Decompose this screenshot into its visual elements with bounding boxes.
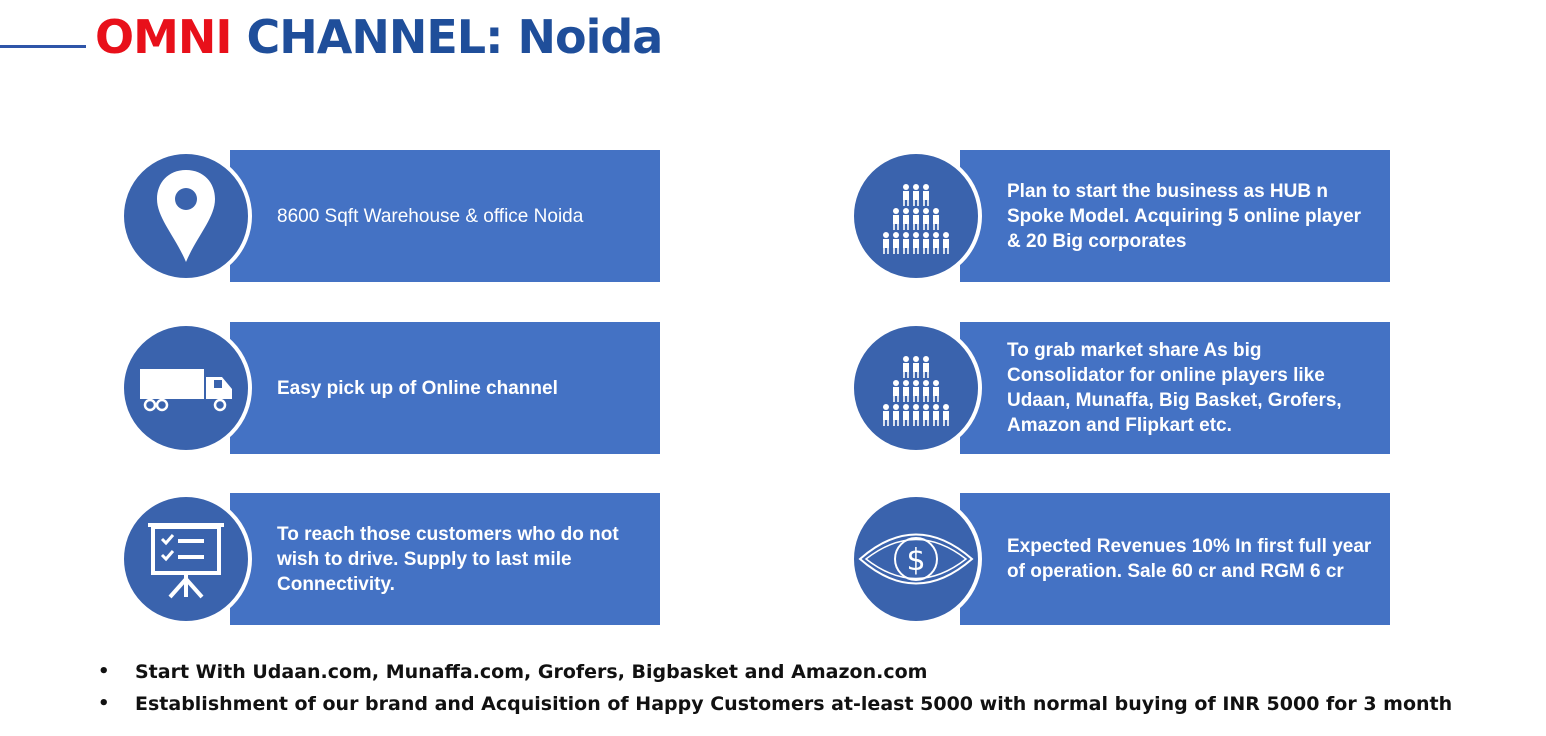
people-pyramid-icon bbox=[850, 322, 982, 454]
card-banner bbox=[960, 322, 1390, 454]
card-banner bbox=[960, 150, 1390, 282]
card-pickup: Easy pick up of Online channel bbox=[120, 322, 660, 454]
card-text: Expected Revenues 10% In first full year… bbox=[1007, 536, 1372, 582]
location-pin-icon bbox=[120, 150, 252, 282]
card-banner bbox=[230, 322, 660, 454]
bullet-text: Start With Udaan.com, Munaffa.com, Grofe… bbox=[135, 661, 928, 683]
svg-text:$: $ bbox=[906, 543, 925, 578]
title-omni: OMNI bbox=[95, 10, 232, 64]
card-text: Plan to start the business as HUB n Spok… bbox=[1007, 180, 1362, 252]
list-item: • Establishment of our brand and Acquisi… bbox=[98, 689, 1452, 721]
card-text: To reach those customers who do not wish… bbox=[277, 523, 619, 595]
card-banner bbox=[230, 493, 660, 625]
card-text: 8600 Sqft Warehouse & office Noida bbox=[277, 205, 584, 227]
page-title: OMNI CHANNEL: Noida bbox=[95, 10, 664, 64]
card-revenue: $ Expected Revenues 10% In first full ye… bbox=[850, 493, 1390, 625]
title-channel: CHANNEL: Noida bbox=[246, 10, 664, 64]
card-warehouse: 8600 Sqft Warehouse & office Noida bbox=[120, 150, 660, 282]
card-text: Easy pick up of Online channel bbox=[277, 377, 558, 399]
card-banner bbox=[230, 150, 660, 282]
bullet-marker: • bbox=[98, 661, 110, 682]
presentation-board-icon bbox=[120, 493, 252, 625]
dollar-eye-icon: $ bbox=[850, 493, 982, 625]
people-pyramid-icon bbox=[850, 150, 982, 282]
list-item: • Start With Udaan.com, Munaffa.com, Gro… bbox=[98, 657, 1452, 689]
title-accent-rule bbox=[0, 45, 86, 48]
bullet-list: • Start With Udaan.com, Munaffa.com, Gro… bbox=[98, 657, 1452, 721]
bullet-marker: • bbox=[98, 693, 110, 714]
card-text: To grab market share As big Consolidator… bbox=[1007, 340, 1342, 436]
card-last-mile: To reach those customers who do not wish… bbox=[120, 493, 660, 625]
card-consolidator: To grab market share As big Consolidator… bbox=[850, 322, 1390, 454]
bullet-text: Establishment of our brand and Acquisiti… bbox=[135, 693, 1453, 715]
truck-icon bbox=[120, 322, 252, 454]
card-hub-spoke: Plan to start the business as HUB n Spok… bbox=[850, 150, 1390, 282]
card-banner bbox=[960, 493, 1390, 625]
